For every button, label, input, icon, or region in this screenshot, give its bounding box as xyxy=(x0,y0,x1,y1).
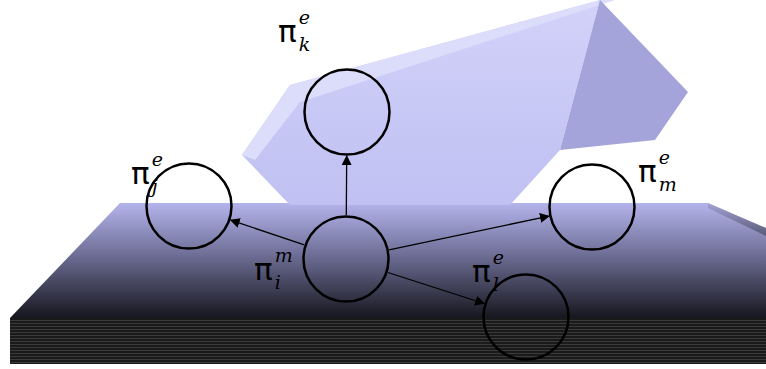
superscript-text: e xyxy=(152,150,163,169)
node-label: πej xyxy=(131,150,163,196)
arrow-connector xyxy=(389,216,549,250)
circle-outline xyxy=(548,163,636,251)
state-circle: πej xyxy=(145,162,233,250)
superscript-text: m xyxy=(275,246,293,265)
symbol-text: π xyxy=(472,256,491,287)
subscript-text: l xyxy=(493,275,504,294)
node-label: πek xyxy=(278,8,310,54)
superscript-text: e xyxy=(299,8,311,27)
state-circle: πek xyxy=(303,68,391,156)
subscript-text: m xyxy=(659,175,677,194)
slab-top xyxy=(10,203,766,318)
symbol-text: π xyxy=(278,16,297,47)
box-side-face xyxy=(560,0,688,150)
circle-outline xyxy=(302,215,390,303)
superscript-text: e xyxy=(493,248,504,267)
arrow-connector xyxy=(388,272,484,303)
symbol-text: π xyxy=(131,158,150,189)
slab-front xyxy=(10,318,766,364)
superscript-text: e xyxy=(659,148,677,167)
box-top-face xyxy=(242,0,615,160)
symbol-text: π xyxy=(254,254,273,285)
state-circle: πel xyxy=(482,273,570,361)
node-label: πem xyxy=(638,148,677,194)
node-label: πel xyxy=(472,248,504,294)
subscript-text: i xyxy=(275,273,293,292)
node-label: πmi xyxy=(254,246,293,292)
subscript-text: k xyxy=(299,35,311,54)
circle-outline xyxy=(145,162,233,250)
state-circle: πmi xyxy=(302,215,390,303)
arrow-connector xyxy=(231,220,305,245)
state-circle: πem xyxy=(548,163,636,251)
symbol-text: π xyxy=(638,156,657,187)
circle-outline xyxy=(303,68,391,156)
slab-side xyxy=(708,203,766,236)
subscript-text: j xyxy=(152,177,163,196)
arrow-connector xyxy=(346,156,348,215)
